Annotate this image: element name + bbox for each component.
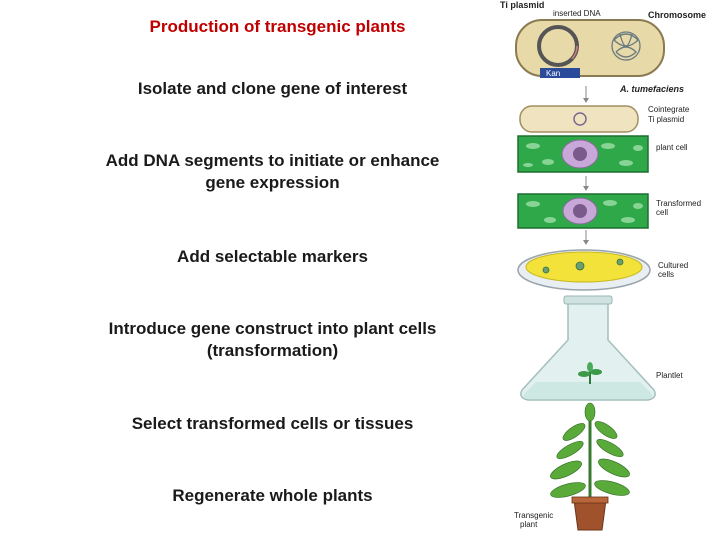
cointegrate-ti-plasmid-label: Ti plasmid (648, 115, 684, 124)
kan-label: Kan (546, 69, 560, 78)
flask-illustration (520, 295, 656, 401)
agrobacterium-illustration: Kan (515, 19, 665, 78)
arrow-down-icon (583, 86, 589, 103)
arrow-down-icon (583, 176, 589, 191)
inserted-dna-label: inserted DNA (553, 9, 601, 18)
arrow-down-icon (583, 230, 589, 245)
cointegrate-label: Cointegrate (648, 105, 690, 114)
petri-dish-illustration (517, 249, 651, 291)
step-isolate-clone: Isolate and clone gene of interest (137, 79, 408, 98)
plantlet-label: Plantlet (656, 371, 683, 380)
plant-cell-label: plant cell (656, 143, 688, 152)
step-add-markers: Add selectable markers (177, 247, 368, 266)
step-introduce-construct: Introduce gene construct into plant cell… (108, 319, 437, 360)
plantlet-icon (578, 362, 602, 384)
cultured-cells-label: Cultured (658, 261, 688, 270)
transgenic-plant-label-2: plant (520, 520, 538, 529)
cultured-cells-label-2: cells (658, 270, 674, 279)
a-tumefaciens-label: A. tumefaciens (619, 84, 684, 94)
transformed-cell-label: Transformed (656, 199, 701, 208)
page-title: Production of transgenic plants (149, 17, 406, 36)
transgenic-plant-label: Transgenic (514, 511, 553, 520)
transformed-cell-label-2: cell (656, 208, 668, 217)
transformed-cell-illustration (517, 193, 649, 229)
step-select-transformed: Select transformed cells or tissues (131, 414, 414, 433)
ti-plasmid-label: Ti plasmid (500, 0, 544, 10)
step-add-dna-segments: Add DNA segments to initiate or enhance … (105, 151, 440, 192)
plant-cell-illustration (517, 135, 649, 173)
cointegrate-bacterium (519, 105, 639, 133)
chromosome-label: Chromosome (648, 10, 706, 20)
transformation-figure: Kan Ti plasmid inserted DNA Chromosome A… (500, 0, 706, 531)
step-regenerate-plants: Regenerate whole plants (172, 486, 373, 505)
transgenic-plant-illustration (550, 402, 630, 531)
